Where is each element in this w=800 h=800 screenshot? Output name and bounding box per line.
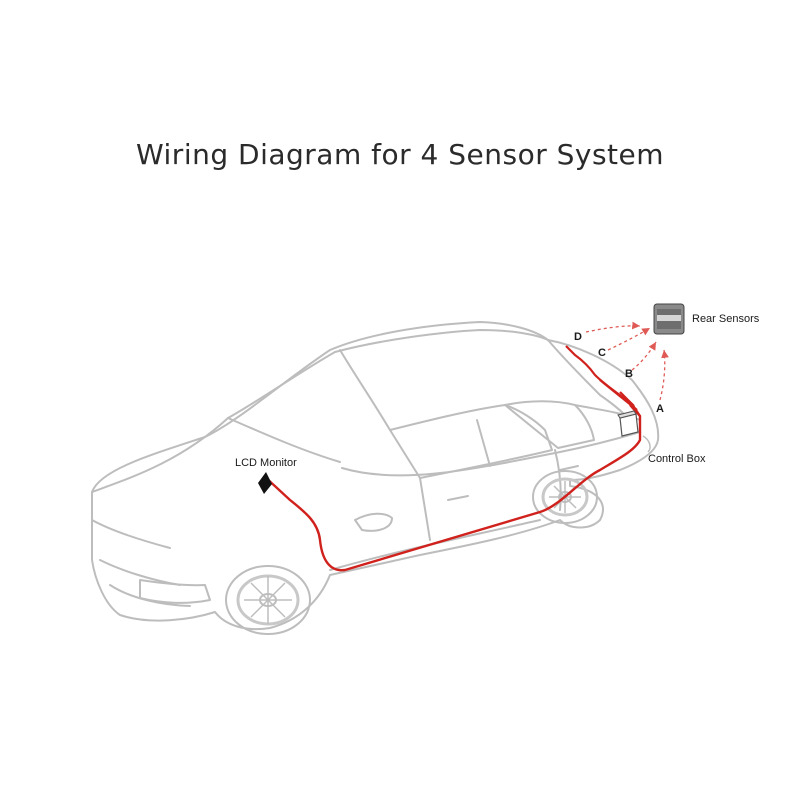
control-box-icon [617,410,639,437]
control-box-label: Control Box [648,453,706,465]
lcd-monitor-icon [258,472,272,494]
wiring-harness [263,404,642,572]
sensor-link-arrows [585,321,669,401]
car-outline [91,321,660,631]
sensor-point-d: D [574,331,582,343]
rear-sensor-icon [653,303,685,335]
rear-sensors-label: Rear Sensors [692,313,760,325]
front-wheel [225,565,311,635]
lcd-monitor-label: LCD Monitor [235,457,297,469]
sensor-point-c: C [598,347,606,359]
diagram-title: Wiring Diagram for 4 Sensor System [135,138,665,171]
sensor-point-b: B [625,368,633,380]
sensor-point-a: A [656,403,664,415]
